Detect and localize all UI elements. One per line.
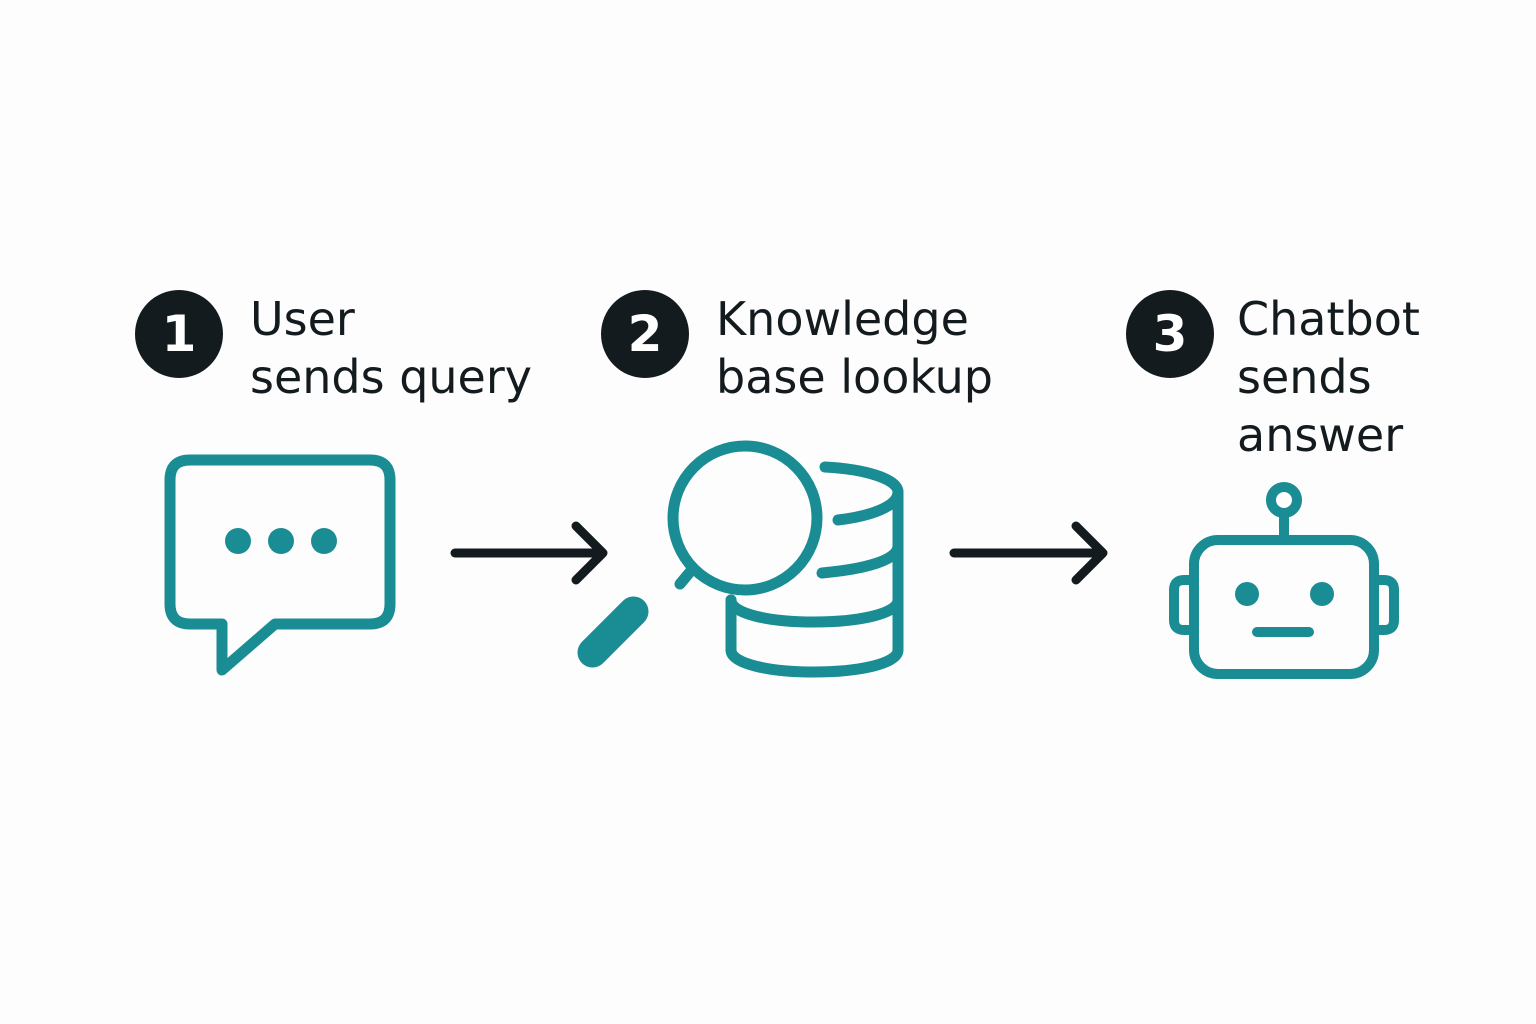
chat-dot-1	[225, 528, 251, 554]
step-2-number-badge: 2	[601, 290, 689, 378]
step-3-label-line-3: answer	[1237, 408, 1404, 462]
step-2-number: 2	[627, 305, 663, 363]
step-1-number-badge: 1	[135, 290, 223, 378]
step-1-label-line-1: User	[250, 292, 355, 346]
database-icon	[725, 461, 904, 678]
robot-icon	[1169, 482, 1399, 679]
robot-left-eye	[1235, 582, 1259, 606]
database-search-icon	[577, 440, 904, 678]
robot-left-ear	[1169, 575, 1199, 635]
chat-dot-3	[311, 528, 337, 554]
arrow-right-icon	[450, 521, 608, 585]
robot-head	[1189, 535, 1379, 679]
robot-right-eye	[1310, 582, 1334, 606]
arrow-right-icon	[949, 521, 1108, 585]
step-1-number: 1	[161, 305, 197, 363]
step-1-label: User sends query	[250, 290, 532, 406]
magnifier-icon	[577, 440, 823, 668]
step-3-number-badge: 3	[1126, 290, 1214, 378]
step-3-label-line-1: Chatbot	[1237, 292, 1420, 346]
step-2-label-line-2: base lookup	[716, 350, 993, 404]
step-3-label-line-2: sends	[1237, 350, 1372, 404]
robot-right-ear	[1369, 575, 1399, 635]
chat-bubble-icon	[164, 454, 396, 676]
step-2-label-line-1: Knowledge	[716, 292, 969, 346]
step-3-label: Chatbot sends answer	[1237, 290, 1420, 464]
step-3-number: 3	[1152, 305, 1188, 363]
step-1-label-line-2: sends query	[250, 350, 532, 404]
step-2-label: Knowledge base lookup	[716, 290, 993, 406]
chat-dot-2	[268, 528, 294, 554]
